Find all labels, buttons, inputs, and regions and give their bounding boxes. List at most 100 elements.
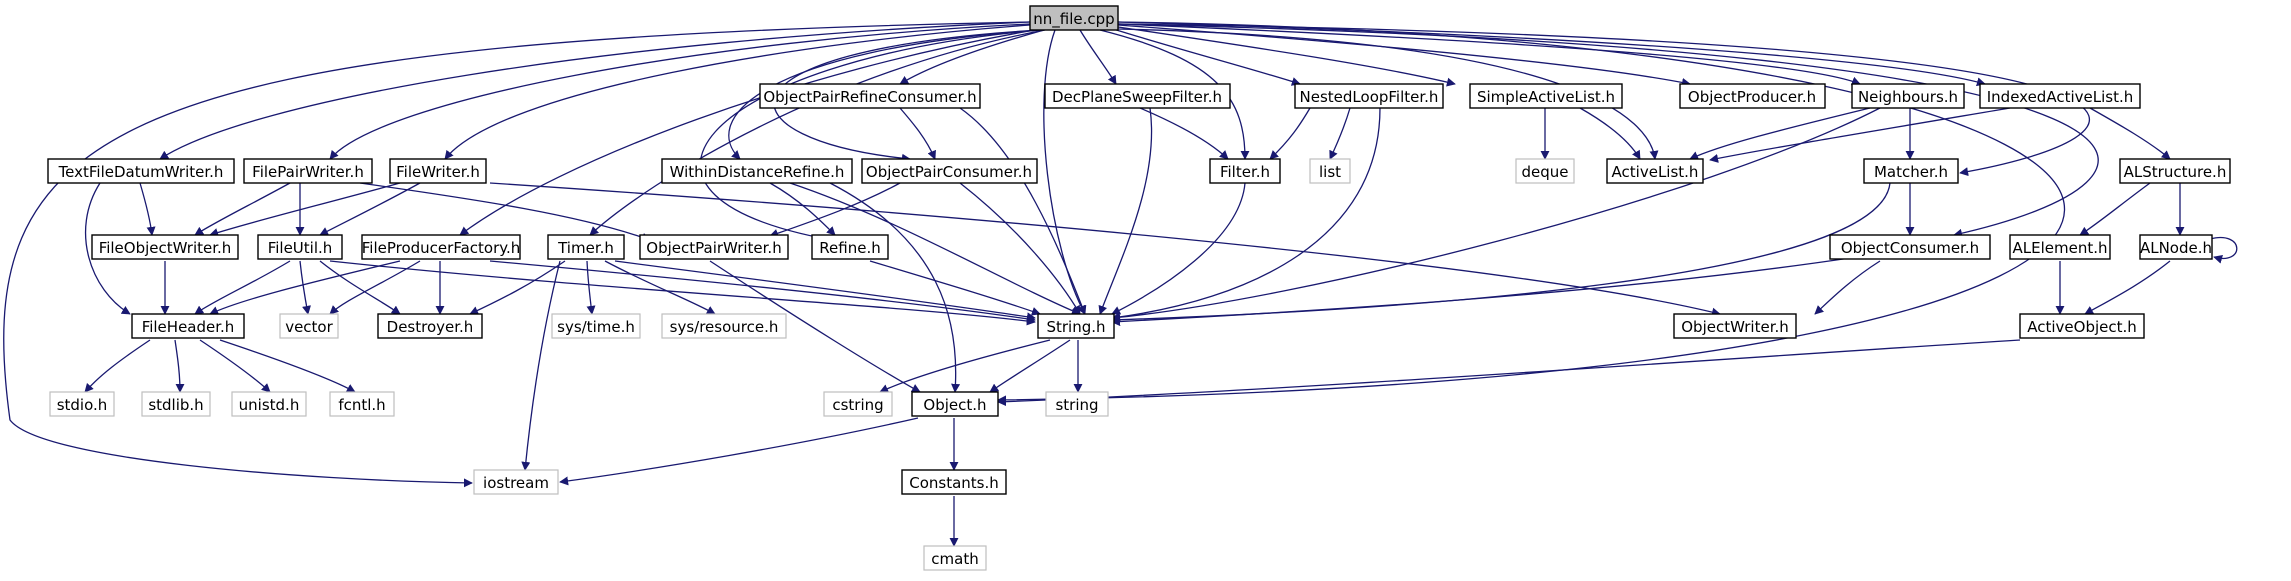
- edge-filewriter-fileutil: [319, 182, 421, 236]
- edge-root-objectconsumer: [1117, 23, 2099, 238]
- edge-string-cstring: [879, 339, 1051, 393]
- node-matcher[interactable]: Matcher.h: [1863, 158, 1959, 184]
- edge-within-string: [789, 182, 1081, 315]
- edge-fileutil-destroyer: [319, 260, 401, 315]
- node-fileobjectwriter[interactable]: FileObjectWriter.h: [91, 234, 239, 260]
- edge-activeobject-object: [997, 339, 2021, 407]
- edge-opr-consumer-string: [959, 107, 1087, 315]
- node-refine[interactable]: Refine.h: [811, 234, 889, 260]
- node-alstructure[interactable]: ALStructure.h: [2119, 158, 2231, 184]
- node-withindistancerefine[interactable]: WithinDistanceRefine.h: [661, 158, 853, 184]
- node-cstring[interactable]: cstring: [823, 391, 893, 417]
- svg-text:Object.h: Object.h: [923, 396, 986, 414]
- node-activeobject[interactable]: ActiveObject.h: [2019, 313, 2145, 339]
- edge-root-filewriter: [444, 24, 1031, 160]
- svg-text:fcntl.h: fcntl.h: [338, 396, 385, 414]
- node-string-h[interactable]: String.h: [1037, 313, 1115, 339]
- node-object-h[interactable]: Object.h: [911, 391, 999, 417]
- node-decplanesweepfilter[interactable]: DecPlaneSweepFilter.h: [1044, 83, 1231, 109]
- edge-alnode-self: [2209, 236, 2238, 264]
- edge-root-decplanesweepfilter: [1079, 29, 1117, 85]
- node-simpleactivelist[interactable]: SimpleActiveList.h: [1469, 83, 1623, 109]
- edge-root-object: [997, 21, 2066, 405]
- node-objectwriter[interactable]: ObjectWriter.h: [1673, 313, 1797, 339]
- edge-simple-activelist: [1579, 107, 1641, 160]
- node-fileheader[interactable]: FileHeader.h: [131, 313, 245, 339]
- node-filter[interactable]: Filter.h: [1209, 158, 1281, 184]
- node-iostream[interactable]: iostream: [473, 469, 559, 495]
- node-constants[interactable]: Constants.h: [901, 469, 1007, 495]
- edge-fileproducer-vector: [329, 260, 421, 315]
- node-alnode[interactable]: ALNode.h: [2139, 234, 2213, 260]
- svg-text:SimpleActiveList.h: SimpleActiveList.h: [1477, 88, 1615, 106]
- edge-within-refine: [769, 182, 836, 236]
- node-objectpairrefineconsumer[interactable]: ObjectPairRefineConsumer.h: [759, 83, 981, 109]
- node-fcntl[interactable]: fcntl.h: [329, 391, 395, 417]
- edge-refine-string: [869, 260, 1041, 316]
- node-destroyer[interactable]: Destroyer.h: [377, 313, 483, 339]
- edge-objectconsumer-objectwriter: [1814, 260, 1881, 315]
- svg-text:FileUtil.h: FileUtil.h: [268, 239, 333, 257]
- svg-text:ALStructure.h: ALStructure.h: [2124, 163, 2227, 181]
- svg-text:TextFileDatumWriter.h: TextFileDatumWriter.h: [58, 163, 224, 181]
- edge-opc-objectpairwriter: [769, 182, 901, 238]
- edge-root-refine: [699, 29, 1041, 246]
- svg-text:FileWriter.h: FileWriter.h: [396, 163, 480, 181]
- svg-text:ALElement.h: ALElement.h: [2013, 239, 2108, 257]
- edge-root-filepairwriter: [329, 23, 1031, 160]
- edge-textfile-fileheader: [84, 182, 131, 315]
- svg-text:vector: vector: [285, 318, 333, 336]
- node-stdlib[interactable]: stdlib.h: [141, 391, 211, 417]
- node-list[interactable]: list: [1309, 158, 1351, 184]
- edge-fileproducer-fileheader: [209, 260, 401, 315]
- node-sys-time[interactable]: sys/time.h: [551, 313, 641, 339]
- svg-text:stdlib.h: stdlib.h: [148, 396, 203, 414]
- node-objectconsumer[interactable]: ObjectConsumer.h: [1829, 234, 1991, 260]
- svg-text:ActiveList.h: ActiveList.h: [1612, 163, 1699, 181]
- edge-nested-filter: [1269, 107, 1311, 160]
- svg-text:ObjectPairWriter.h: ObjectPairWriter.h: [646, 239, 781, 257]
- svg-text:String.h: String.h: [1046, 318, 1105, 336]
- node-nn-file-cpp[interactable]: nn_file.cpp: [1029, 5, 1119, 31]
- node-fileutil[interactable]: FileUtil.h: [257, 234, 343, 260]
- node-activelist[interactable]: ActiveList.h: [1606, 158, 1704, 184]
- edge-alnode-activeobject: [2084, 260, 2171, 315]
- svg-text:ObjectConsumer.h: ObjectConsumer.h: [1841, 239, 1979, 257]
- node-timer[interactable]: Timer.h: [547, 234, 625, 260]
- svg-text:DecPlaneSweepFilter.h: DecPlaneSweepFilter.h: [1052, 88, 1222, 106]
- node-cmath[interactable]: cmath: [923, 545, 987, 571]
- node-nestedloopfilter[interactable]: NestedLoopFilter.h: [1294, 83, 1444, 109]
- svg-text:cstring: cstring: [832, 396, 883, 414]
- node-alelement[interactable]: ALElement.h: [2009, 234, 2111, 260]
- svg-text:WithinDistanceRefine.h: WithinDistanceRefine.h: [670, 163, 845, 181]
- node-unistd[interactable]: unistd.h: [231, 391, 307, 417]
- svg-text:sys/resource.h: sys/resource.h: [670, 318, 779, 336]
- edge-nested-list: [1329, 107, 1351, 160]
- svg-text:FilePairWriter.h: FilePairWriter.h: [252, 163, 364, 181]
- node-objectpairwriter[interactable]: ObjectPairWriter.h: [639, 234, 789, 260]
- node-fileproducerfactory[interactable]: FileProducerFactory.h: [361, 234, 521, 260]
- node-objectpairconsumer[interactable]: ObjectPairConsumer.h: [861, 158, 1038, 184]
- svg-text:stdio.h: stdio.h: [57, 396, 108, 414]
- edge-timer-systime: [586, 260, 596, 315]
- node-vector[interactable]: vector: [279, 313, 339, 339]
- node-string[interactable]: string: [1045, 391, 1109, 417]
- node-deque[interactable]: deque: [1515, 158, 1575, 184]
- node-stdio[interactable]: stdio.h: [49, 391, 115, 417]
- edge-objectconsumer-string: [1111, 257, 1851, 327]
- node-indexedactivelist[interactable]: IndexedActiveList.h: [1979, 83, 2141, 109]
- node-objectproducer[interactable]: ObjectProducer.h: [1679, 83, 1826, 109]
- svg-text:IndexedActiveList.h: IndexedActiveList.h: [1987, 88, 2133, 106]
- svg-text:Constants.h: Constants.h: [909, 474, 999, 492]
- svg-text:deque: deque: [1521, 163, 1568, 181]
- svg-text:Filter.h: Filter.h: [1220, 163, 1270, 181]
- node-textfiledatumwriter[interactable]: TextFileDatumWriter.h: [47, 158, 235, 184]
- node-neighbours[interactable]: Neighbours.h: [1851, 83, 1965, 109]
- node-filewriter[interactable]: FileWriter.h: [389, 158, 487, 184]
- svg-text:string: string: [1055, 396, 1098, 414]
- edge-fileutil-vector: [299, 260, 311, 315]
- svg-text:Timer.h: Timer.h: [557, 239, 614, 257]
- node-filepairwriter[interactable]: FilePairWriter.h: [243, 158, 373, 184]
- edge-filepair-objectpairwriter: [359, 182, 651, 242]
- node-sys-resource[interactable]: sys/resource.h: [661, 313, 787, 339]
